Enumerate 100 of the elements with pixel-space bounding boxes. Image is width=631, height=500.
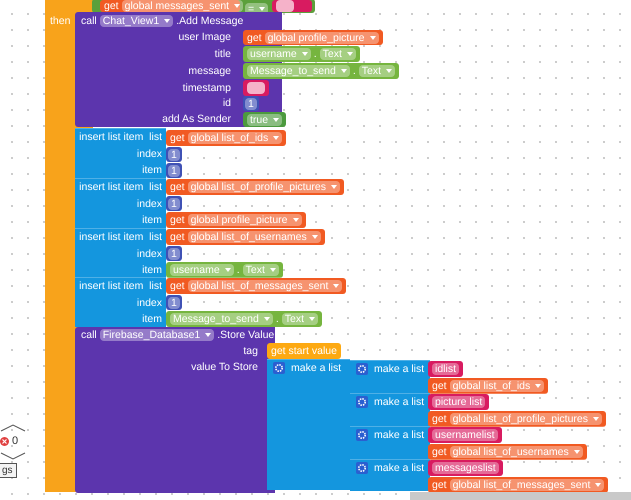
parameter-label: value To Store [191,360,258,374]
parameter-label: title [214,47,231,61]
get-variable-block [100,0,240,12]
dropdown-field: Firebase_Database1 [100,329,214,341]
dropdown-field: username [170,264,234,276]
property-getter-block [166,311,322,327]
text-block [428,361,464,377]
dropdown-field: Chat_View1 [100,15,174,27]
dropdown-field: Message_to_send [247,65,350,77]
keyword-label: get [432,380,447,392]
number-field: 1 [168,164,180,176]
number-field: 1 [168,148,180,160]
parameter-label: timestamp [182,81,231,95]
dropdown-field: global list_of_ids [188,132,282,144]
dropdown-field: global list_of_ids [450,380,544,392]
error-count: 0 [12,435,18,447]
keyword-label: call [81,14,97,28]
parameter-label: add As Sender [162,112,231,126]
dropdown-field: global list_of_usernames [450,446,583,458]
keyword-label: make a list [291,361,342,375]
text-block [428,460,503,476]
parameter-label: tag [243,344,258,358]
warnings-button: gs [0,463,17,478]
get-variable-block [428,411,606,427]
dropdown-field: global list_of_usernames [188,231,321,243]
keyword-label: insert list item list [79,180,162,194]
parameter-label: index [136,197,162,211]
keyword-label: insert list item list [79,230,162,244]
property-getter-block [166,262,283,278]
dropdown-field: global messages_sent [122,0,244,12]
parameter-label: item [142,163,162,177]
text-block [272,0,312,12]
compare-block [92,0,315,13]
keyword-label: get [432,413,447,425]
get-variable-block [166,278,346,294]
dropdown-field: Text [320,48,356,60]
get-variable-block [166,229,325,245]
get-variable-block [166,130,286,146]
dropdown-field: true [247,114,282,126]
keyword-label: get [432,446,447,458]
keyword-label: insert list item list [79,130,162,144]
dropdown-field: Text [242,264,279,276]
number-field: 1 [245,98,257,110]
get-variable-block [243,30,383,45]
keyword-label: make a list [374,461,424,475]
parameter-label: item [142,312,162,326]
parameter-label: index [136,296,162,310]
number-field: 1 [168,248,180,260]
dropdown-field: Text [282,313,318,325]
method-label: .Add Message [176,14,244,28]
get-variable-block [428,444,587,460]
parameter-label: user Image [178,30,231,44]
keyword-label: get [170,132,185,144]
keyword-label: get [432,479,447,491]
parameter-label: item [142,213,162,227]
parameter-label: message [188,64,231,78]
text-block [243,80,269,96]
text-field: idlist [432,363,460,375]
get-variable-block [166,179,344,195]
keyword-label: make a list [374,395,424,409]
text-field: picture list [432,396,486,408]
dot-separator: . [276,313,279,325]
get-start-value-block [267,343,341,359]
dropdown-field: global profile_picture [188,214,302,226]
text-field: messageslist [432,462,499,474]
dropdown-field: global profile_picture [264,32,379,44]
keyword-label: get [170,181,185,193]
dropdown-field: global list_of_messages_sent [450,479,604,491]
dropdown-field: global list_of_messages_sent [188,280,342,292]
property-getter-block [243,46,360,62]
dropdown-field: username [247,48,311,60]
dropdown-field: Text [358,65,395,77]
parameter-label: index [136,147,162,161]
dropdown-field: global list_of_profile_pictures [450,413,602,425]
dot-separator: . [314,48,317,60]
keyword-label: get [170,214,185,226]
number-field: 1 [168,296,180,308]
dropdown-field: global list_of_profile_pictures [188,181,340,193]
method-label: .Store Value [217,328,274,342]
parameter-label: index [136,247,162,261]
dot-separator: . [236,264,240,276]
keyword-label: get [170,231,185,243]
keyword-label: get start value [271,345,337,357]
boolean-block [243,112,286,127]
keyword-label: call [81,328,97,342]
keyword-label: make a list [374,428,424,442]
property-getter-block [243,63,399,79]
keyword-label: then [50,14,70,28]
dropdown-field: = [245,3,268,15]
keyword-label: insert list item list [79,279,162,293]
keyword-label: make a list [374,362,424,376]
get-variable-block [428,477,608,493]
parameter-label: item [142,263,162,277]
dot-separator: . [352,65,356,77]
text-block [428,427,502,443]
text-field: usernamelist [432,429,498,441]
keyword-label: get [170,280,185,292]
get-variable-block [166,212,306,228]
keyword-label: get [104,0,119,12]
get-variable-block [428,378,548,394]
